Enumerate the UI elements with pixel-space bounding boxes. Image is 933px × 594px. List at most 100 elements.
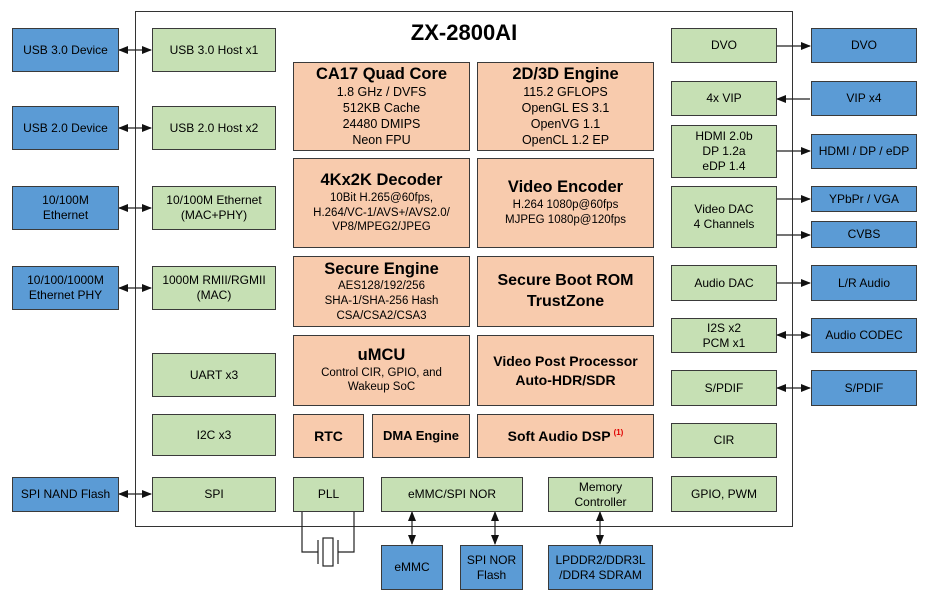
label: DMA Engine bbox=[382, 427, 460, 443]
label: DVO bbox=[850, 38, 877, 52]
label: HDMI / DP / eDP bbox=[818, 144, 910, 158]
heading: 2D/3D Engine bbox=[512, 64, 619, 83]
spi: SPI bbox=[152, 477, 276, 512]
audio-codec: Audio CODEC bbox=[811, 318, 917, 353]
label: VIP x4 bbox=[846, 91, 882, 105]
spec-line: OpenVG 1.1 bbox=[530, 117, 601, 132]
usb3-device: USB 3.0 Device bbox=[12, 28, 119, 72]
crystal-body bbox=[322, 537, 334, 567]
dma-engine-block: DMA Engine bbox=[372, 414, 470, 458]
label: I2C x3 bbox=[196, 427, 232, 442]
vip-input: VIP x4 bbox=[811, 81, 917, 116]
spec-line: OpenGL ES 3.1 bbox=[521, 101, 610, 116]
label: S/PDIF bbox=[704, 380, 744, 395]
label-line: 10/100/1000M bbox=[27, 273, 104, 287]
label-line: Flash bbox=[476, 567, 507, 582]
emmc-device: eMMC bbox=[381, 545, 443, 590]
label: Audio DAC bbox=[694, 275, 754, 290]
label: SPI NAND Flash bbox=[20, 487, 111, 501]
emmc-spi-nor-controller: eMMC/SPI NOR bbox=[381, 477, 523, 512]
label: UART x3 bbox=[189, 367, 239, 382]
label: eMMC/SPI NOR bbox=[407, 487, 496, 501]
heading-line: Auto-HDR/SDR bbox=[515, 371, 616, 388]
spec-line: AES128/192/256 bbox=[338, 280, 425, 293]
lr-audio-output: L/R Audio bbox=[811, 265, 917, 301]
label-line: I2S x2 bbox=[706, 320, 742, 335]
gpio-pwm: GPIO, PWM bbox=[671, 476, 777, 512]
spec-line: 10Bit H.265@60fps, bbox=[329, 191, 434, 204]
label: Audio CODEC bbox=[825, 328, 903, 342]
spec-line: H.264 1080p@60fps bbox=[512, 199, 619, 212]
usb2-device: USB 2.0 Device bbox=[12, 106, 119, 150]
decoder-block: 4Kx2K Decoder 10Bit H.265@60fps, H.264/V… bbox=[293, 158, 470, 248]
label: L/R Audio bbox=[837, 275, 891, 290]
spec-line: 512KB Cache bbox=[342, 101, 421, 116]
vip-interface: 4x VIP bbox=[671, 81, 777, 116]
pll: PLL bbox=[293, 477, 364, 512]
audio-dac: Audio DAC bbox=[671, 265, 777, 301]
spec-line: CSA/CSA2/CSA3 bbox=[336, 309, 427, 322]
spec-line: OpenCL 1.2 EP bbox=[521, 133, 610, 148]
label-line: LPDDR2/DDR3L bbox=[555, 552, 646, 567]
label-line: 4 Channels bbox=[693, 217, 755, 231]
cvbs-output: CVBS bbox=[811, 221, 917, 248]
spi-nand-flash: SPI NAND Flash bbox=[12, 477, 119, 512]
dvo-interface: DVO bbox=[671, 28, 777, 63]
spdif-external: S/PDIF bbox=[811, 370, 917, 406]
label-line: 1000M RMII/RGMII bbox=[162, 273, 266, 287]
label-line: DP 1.2a bbox=[702, 144, 746, 158]
label-line: Controller bbox=[574, 494, 627, 509]
label: DVO bbox=[710, 38, 737, 52]
label: RTC bbox=[314, 427, 343, 444]
ypbpr-vga-output: YPbPr / VGA bbox=[811, 186, 917, 212]
usb2-host: USB 2.0 Host x2 bbox=[152, 106, 276, 150]
encoder-block: Video Encoder H.264 1080p@60fps MJPEG 10… bbox=[477, 158, 654, 248]
label-line: 10/100M bbox=[42, 193, 89, 207]
spec-line: SHA-1/SHA-256 Hash bbox=[324, 295, 439, 308]
label-line: /DDR4 SDRAM bbox=[559, 567, 642, 582]
spec-line: Wakeup SoC bbox=[347, 381, 416, 394]
heading: Video Encoder bbox=[507, 178, 624, 197]
gpu-block: 2D/3D Engine 115.2 GFLOPS OpenGL ES 3.1 … bbox=[477, 62, 654, 151]
heading: 4Kx2K Decoder bbox=[320, 171, 443, 190]
heading-line: TrustZone bbox=[526, 292, 605, 310]
spec-line: 1.8 GHz / DVFS bbox=[336, 85, 427, 100]
spdif-interface: S/PDIF bbox=[671, 370, 777, 406]
soft-audio-dsp-block: Soft Audio DSP(1) bbox=[477, 414, 654, 458]
label-line: HDMI 2.0b bbox=[695, 129, 753, 143]
label: SPI bbox=[204, 487, 224, 501]
label-line: SPI NOR bbox=[466, 552, 517, 567]
label: USB 2.0 Device bbox=[23, 120, 108, 135]
heading: uMCU bbox=[357, 345, 406, 364]
spec-line: VP8/MPEG2/JPEG bbox=[332, 221, 431, 234]
spec-line: Neon FPU bbox=[352, 133, 411, 148]
label-line: eDP 1.4 bbox=[702, 159, 746, 173]
heading-line: Video Post Processor bbox=[493, 353, 638, 370]
label: USB 3.0 Host x1 bbox=[169, 42, 259, 57]
spec-line: 24480 DMIPS bbox=[342, 117, 421, 132]
heading: CA17 Quad Core bbox=[315, 64, 448, 83]
cpu-block: CA17 Quad Core 1.8 GHz / DVFS 512KB Cach… bbox=[293, 62, 470, 151]
label: USB 3.0 Device bbox=[23, 42, 108, 57]
ethernet-100-mac: 10/100M Ethernet(MAC+PHY) bbox=[152, 186, 276, 230]
label: USB 2.0 Host x2 bbox=[169, 120, 259, 135]
spec-line: 115.2 GFLOPS bbox=[523, 85, 608, 100]
label: Soft Audio DSP bbox=[507, 427, 611, 444]
video-post-processor-block: Video Post Processor Auto-HDR/SDR bbox=[477, 335, 654, 406]
label: 4x VIP bbox=[706, 91, 742, 105]
hdmi-dp-edp-output: HDMI / DP / eDP bbox=[811, 134, 917, 169]
sdram: LPDDR2/DDR3L/DDR4 SDRAM bbox=[548, 545, 653, 590]
label-line: PCM x1 bbox=[702, 335, 746, 350]
heading: Secure Engine bbox=[324, 259, 439, 278]
label-line: Memory bbox=[578, 479, 623, 494]
label-line: Ethernet PHY bbox=[28, 288, 103, 302]
label-line: Ethernet bbox=[42, 208, 89, 222]
i2c: I2C x3 bbox=[152, 414, 276, 456]
spec-line: MJPEG 1080p@120fps bbox=[505, 213, 626, 226]
heading-line: Secure Boot ROM bbox=[497, 271, 634, 289]
